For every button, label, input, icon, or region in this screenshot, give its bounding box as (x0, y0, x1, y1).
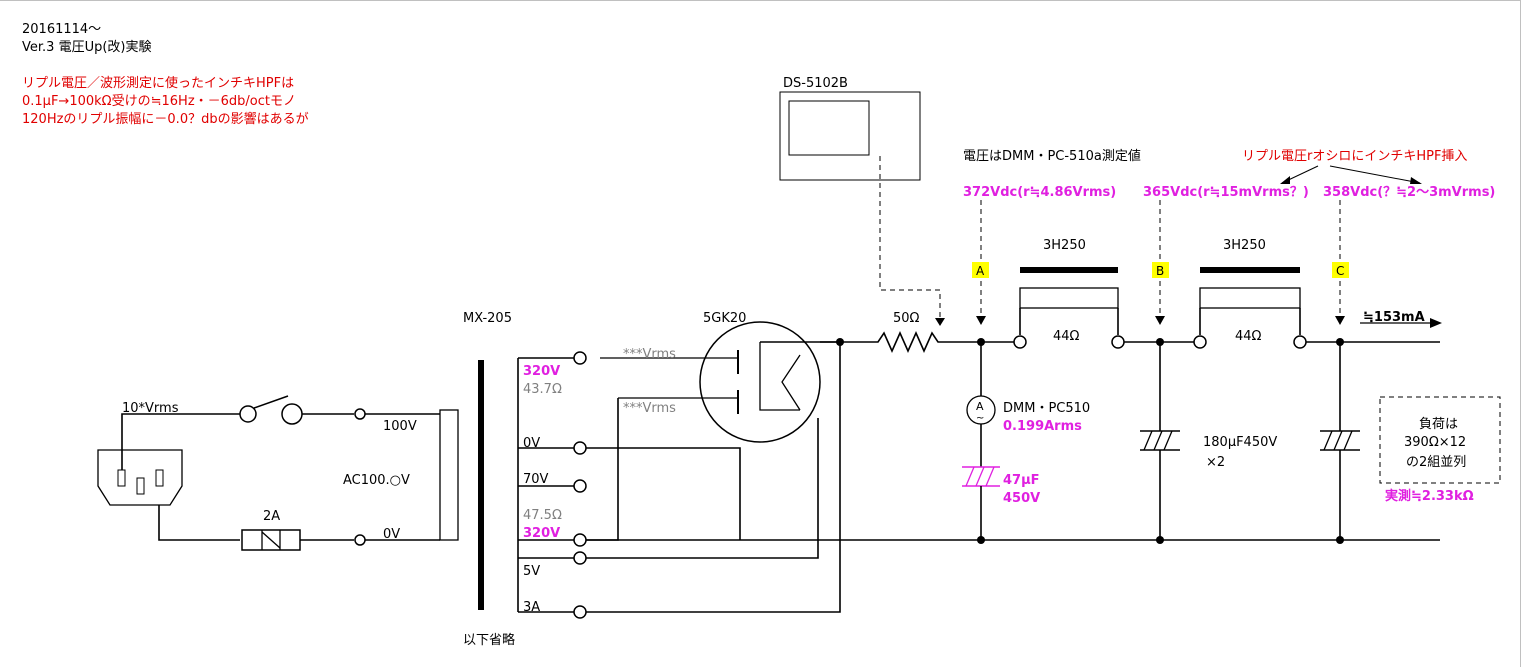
hpf-note-line-2: 0.1μF→100kΩ受けの≒16Hz・－6db/octモノ (22, 94, 296, 109)
tube-electrodes (600, 342, 801, 414)
primary-leads (365, 413, 440, 541)
cap-a-symbol (962, 466, 1000, 487)
ammeter-reading: 0.199Arms (1003, 419, 1082, 434)
cap-b-value: 180μF450V (1203, 435, 1277, 450)
choke1-resistance: 44Ω (1053, 329, 1080, 344)
choke1-core (1020, 267, 1118, 273)
load-box (1379, 396, 1501, 484)
choke1-out-terminal (1111, 335, 1125, 349)
fuse-label: 2A (263, 509, 280, 524)
cap-b-symbol (1140, 430, 1180, 451)
hpf-note-line-1: リプル電圧／波形測定に使ったインチキHPFは (22, 75, 294, 91)
hpf-note-line-3: 120Hzのリプル振幅に－0.0？dbの影響はあるが (22, 111, 309, 127)
power-switch-icon (239, 395, 303, 425)
tube-vrms-2: ***Vrms (623, 401, 676, 416)
ac-supply-label: AC100.○V (343, 473, 410, 488)
transformer-label: MX-205 (463, 311, 512, 326)
tap-320v-bottom: 320V (523, 526, 560, 541)
fuse-icon (241, 529, 301, 551)
hpf-arrow-left-head-icon (1280, 176, 1290, 184)
center-tap-wire (578, 447, 741, 540)
primary-100v-terminal (354, 408, 366, 420)
tube-label: 5GK20 (703, 311, 746, 326)
choke-leads (1019, 308, 1301, 335)
testpoint-a-arrow-icon (976, 316, 986, 325)
choke2-in-terminal (1193, 335, 1207, 349)
marker-c: C (1336, 264, 1344, 278)
tap-resistance-top: 43.7Ω (523, 382, 562, 397)
hpf-insert-note: リプル電圧rオシロにインチキHPF挿入 (1242, 149, 1467, 164)
voltage-a: 372Vdc(r≒4.86Vrms) (963, 185, 1116, 200)
current-arrow-head-icon (1430, 318, 1442, 328)
choke1-label: 3H250 (1043, 238, 1086, 253)
tap-70v: 70V (523, 472, 549, 487)
resistor-label: 50Ω (893, 311, 920, 326)
cap-a-voltage: 450V (1003, 491, 1040, 506)
tap-resistance-bottom: 47.5Ω (523, 508, 562, 523)
ac-neutral-wire (158, 505, 240, 541)
ac-vrms-label: 10*Vrms (122, 401, 179, 416)
tap-3a: 3A (523, 600, 540, 615)
ac-inlet-icon (97, 449, 183, 506)
transformer-primary (439, 409, 459, 541)
voltage-c: 358Vdc(？≒2～3mVrms) (1323, 185, 1495, 200)
marker-b: B (1156, 264, 1164, 278)
primary-0v-label: 0V (383, 527, 400, 542)
load-line-3: の2組並列 (1406, 455, 1466, 470)
omitted-note: 以下省略 (463, 632, 515, 648)
plate2-wire (578, 398, 619, 541)
heater-wire-top (578, 341, 841, 613)
load-line-1: 負荷は (1419, 417, 1458, 432)
testpoint-b-arrow-icon (1155, 316, 1165, 325)
tube-vrms-1: ***Vrms (623, 347, 676, 362)
cap-a-value: 47μF (1003, 473, 1040, 488)
scope-label: DS-5102B (783, 76, 848, 91)
marker-c-bg (1332, 262, 1349, 278)
tap-320v-top: 320V (523, 364, 560, 379)
hpf-arrow-right-head-icon (1410, 177, 1422, 184)
date-text: 20161114～ (22, 22, 101, 37)
primary-100v-label: 100V (383, 419, 417, 434)
b-plus-line-resistor (820, 331, 1014, 353)
secondary-terminals (573, 351, 587, 619)
marker-a-bg (972, 262, 989, 278)
primary-0v-terminal (354, 534, 366, 546)
hpf-arrow-right (1329, 165, 1421, 184)
choke1-in-terminal (1013, 335, 1027, 349)
secondary-tap-leads (518, 357, 578, 613)
load-measured: 実測≒2.33kΩ (1385, 488, 1474, 504)
ammeter-symbol: A (976, 400, 984, 413)
heater-wire-bottom (578, 418, 819, 559)
testpoint-c-arrow-icon (1335, 316, 1345, 325)
cap-b-qty: ×2 (1206, 455, 1225, 470)
output-current: ≒153mA (1363, 310, 1425, 325)
measurement-note: 電圧はDMM・PC-510a測定値 (963, 148, 1141, 164)
choke2-label: 3H250 (1223, 238, 1266, 253)
choke1-winding (1019, 287, 1119, 309)
voltage-b: 365Vdc(r≒15mVrms？) (1143, 185, 1309, 200)
scope-probe-dashed-line (879, 156, 941, 322)
ac-live-wire (121, 413, 240, 470)
load-line-2: 390Ω×12 (1404, 435, 1466, 450)
marker-b-bg (1152, 262, 1169, 278)
choke2-core (1200, 267, 1300, 273)
choke2-out-terminal (1293, 335, 1307, 349)
version-title: Ver.3 電圧Up(改)実験 (22, 39, 151, 55)
ammeter-ac-tilde: ~ (976, 413, 984, 424)
choke2-winding (1199, 287, 1301, 309)
marker-a: A (976, 264, 985, 278)
probe-arrow-icon (935, 318, 945, 326)
tap-0v: 0V (523, 436, 540, 451)
choke2-resistance: 44Ω (1235, 329, 1262, 344)
tap-5v: 5V (523, 564, 540, 579)
transformer-core (478, 360, 484, 610)
ammeter-label: DMM・PC510 (1003, 401, 1090, 416)
oscilloscope (779, 91, 921, 181)
cap-c-symbol (1320, 430, 1360, 451)
